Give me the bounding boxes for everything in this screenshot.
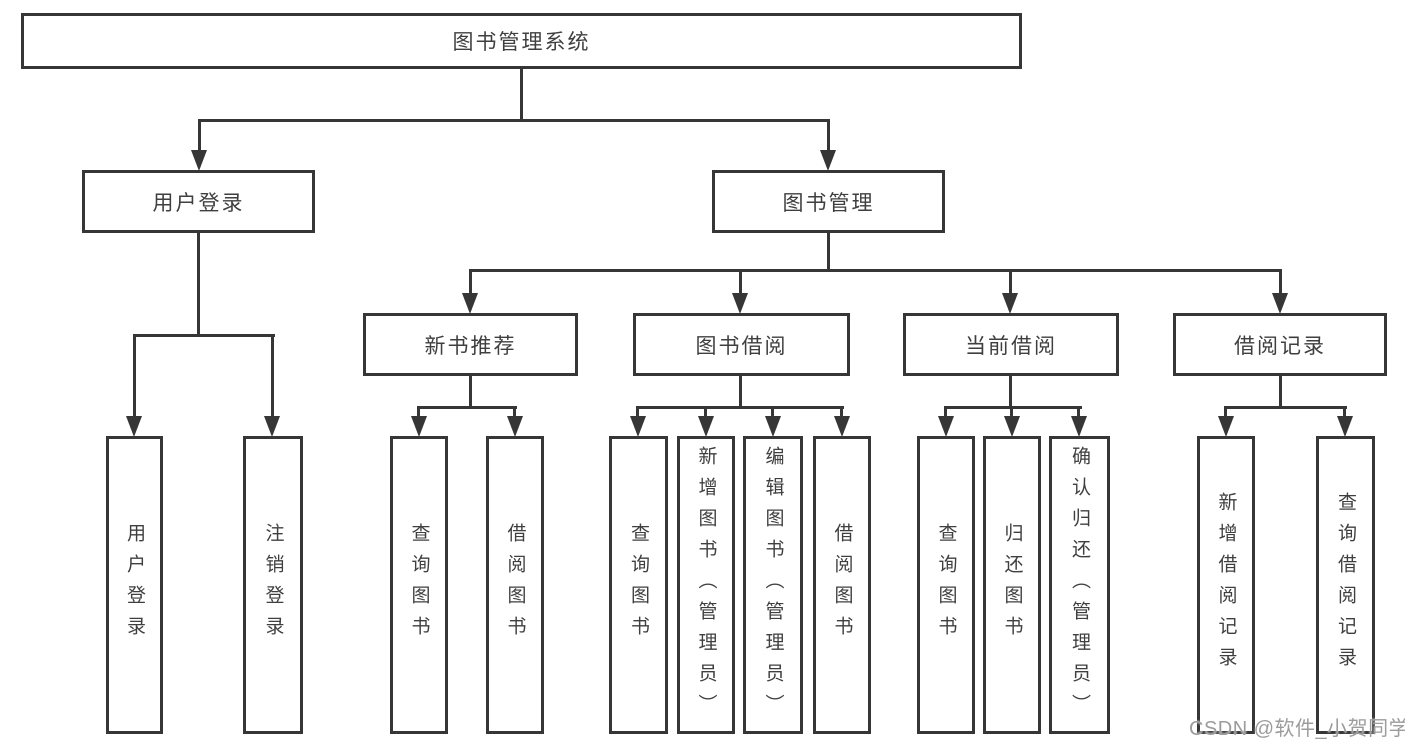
connector-user-login-rail xyxy=(133,334,275,337)
arrowhead xyxy=(732,293,748,314)
connector-level3-rail xyxy=(469,269,1282,272)
connector-book-mgmt-stem xyxy=(827,233,830,272)
arrowhead xyxy=(462,293,478,314)
connector-rail xyxy=(944,406,1082,409)
connector-stem xyxy=(469,376,472,408)
connector-level2-rail xyxy=(198,119,830,122)
arrowhead xyxy=(698,416,714,437)
leaf-add-book-admin: 新增图书（管理员） xyxy=(677,436,735,734)
leaf-confirm-return-admin: 确认归还（管理员） xyxy=(1049,436,1110,734)
leaf-user-login: 用户登录 xyxy=(106,436,163,734)
arrowhead xyxy=(1002,293,1018,314)
connector-drop xyxy=(271,334,274,418)
connector-rail xyxy=(636,406,844,409)
connector-drop xyxy=(1343,406,1346,420)
leaf-borrow-books: 借阅图书 xyxy=(813,436,871,734)
node-current-borrow: 当前借阅 xyxy=(903,313,1119,376)
connector-drop xyxy=(513,406,516,420)
connector-drop xyxy=(739,269,742,295)
connector-stem xyxy=(739,376,742,408)
leaf-query-books-current: 查询图书 xyxy=(917,436,975,734)
leaf-logout: 注销登录 xyxy=(243,436,303,734)
arrowhead xyxy=(1004,416,1020,437)
connector-drop xyxy=(469,269,472,295)
connector-drop xyxy=(1009,269,1012,295)
node-borrow-records: 借阅记录 xyxy=(1173,313,1387,376)
csdn-watermark: CSDN @软件_小贺同学 xyxy=(1189,718,1405,740)
connector-drop xyxy=(827,119,830,152)
leaf-query-borrow-record: 查询借阅记录 xyxy=(1316,436,1375,734)
node-book-management: 图书管理 xyxy=(712,170,945,233)
arrowhead xyxy=(126,416,142,437)
connector-drop xyxy=(1077,406,1080,420)
arrowhead xyxy=(191,150,207,171)
leaf-return-books: 归还图书 xyxy=(983,436,1041,734)
node-system-root: 图书管理系统 xyxy=(21,13,1022,69)
arrowhead xyxy=(938,416,954,437)
arrowhead xyxy=(1218,416,1234,437)
connector-drop xyxy=(1279,269,1282,295)
node-new-book-recommend: 新书推荐 xyxy=(363,313,578,376)
leaf-edit-book-admin: 编辑图书（管理员） xyxy=(743,436,803,734)
arrowhead xyxy=(820,150,836,171)
arrowhead xyxy=(507,416,523,437)
connector-stem xyxy=(1009,376,1012,408)
leaf-borrow-books-recommend: 借阅图书 xyxy=(486,436,544,734)
connector-drop xyxy=(771,406,774,420)
arrowhead xyxy=(1272,293,1288,314)
node-book-borrow: 图书借阅 xyxy=(633,313,850,376)
connector-drop xyxy=(133,334,136,418)
connector-drop xyxy=(944,406,947,420)
arrowhead xyxy=(630,416,646,437)
arrowhead xyxy=(765,416,781,437)
connector-root-stem xyxy=(520,68,523,121)
node-user-login: 用户登录 xyxy=(82,170,315,233)
leaf-add-borrow-record: 新增借阅记录 xyxy=(1197,436,1255,734)
connector-drop xyxy=(417,406,420,420)
connector-rail xyxy=(417,406,517,409)
connector-drop xyxy=(704,406,707,420)
connector-drop xyxy=(840,406,843,420)
arrowhead xyxy=(1071,416,1087,437)
arrowhead xyxy=(1337,416,1353,437)
connector-drop xyxy=(1224,406,1227,420)
leaf-query-books-recommend: 查询图书 xyxy=(390,436,448,734)
connector-drop xyxy=(1010,406,1013,420)
arrowhead xyxy=(411,416,427,437)
connector-drop xyxy=(636,406,639,420)
connector-stem xyxy=(1279,376,1282,408)
leaf-query-books-borrow: 查询图书 xyxy=(609,436,668,734)
arrowhead xyxy=(834,416,850,437)
connector-user-login-stem xyxy=(197,233,200,336)
connector-drop xyxy=(198,119,201,152)
connector-rail xyxy=(1224,406,1347,409)
arrowhead xyxy=(264,416,280,437)
